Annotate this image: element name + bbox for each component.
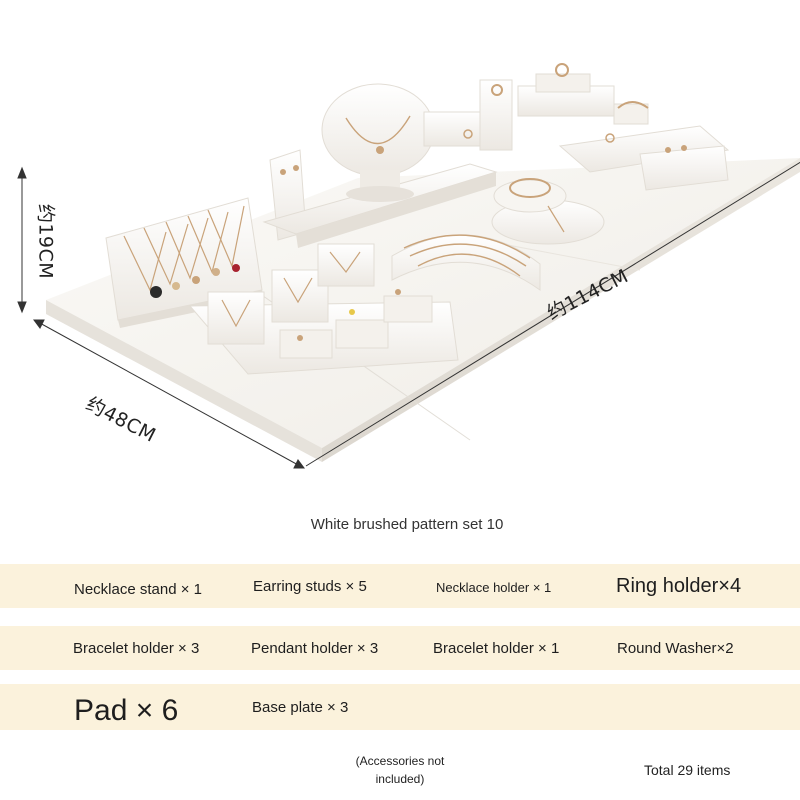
item-necklace-stand: Necklace stand × 1 [74,581,202,598]
product-photo: 约19CM 约48CM 约114CM [17,63,800,469]
round-washers [491,178,605,245]
height-dimension-label: 约19CM [34,203,57,280]
item-pendant-holder: Pendant holder × 3 [251,640,379,657]
item-base-plate: Base plate × 3 [252,699,349,716]
item-bracelet-holder-3: Bracelet holder × 3 [73,640,200,657]
contents-row-3 [0,684,800,730]
item-earring-studs: Earring studs × 5 [253,578,367,595]
total-items: Total 29 items [644,762,731,778]
contents-row-1 [0,564,800,608]
dimension-lines [17,161,800,469]
item-bracelet-holder-1: Bracelet holder × 1 [433,640,560,657]
set-title: White brushed pattern set 10 [310,516,504,533]
item-pad: Pad × 6 [74,694,179,727]
ring-holders [423,63,649,151]
right-trays [558,125,730,191]
display-set-illustration [17,63,800,469]
bracelet-holder [391,234,541,291]
necklace-bust [321,83,435,202]
contents-row-2 [0,626,800,670]
item-necklace-holder: Necklace holder × 1 [436,580,552,595]
item-round-washer: Round Washer×2 [617,640,734,657]
accessories-footnote: (Accessories not included) [355,754,445,786]
pendant-holders [188,243,459,375]
item-ring-holder: Ring holder×4 [616,575,742,597]
